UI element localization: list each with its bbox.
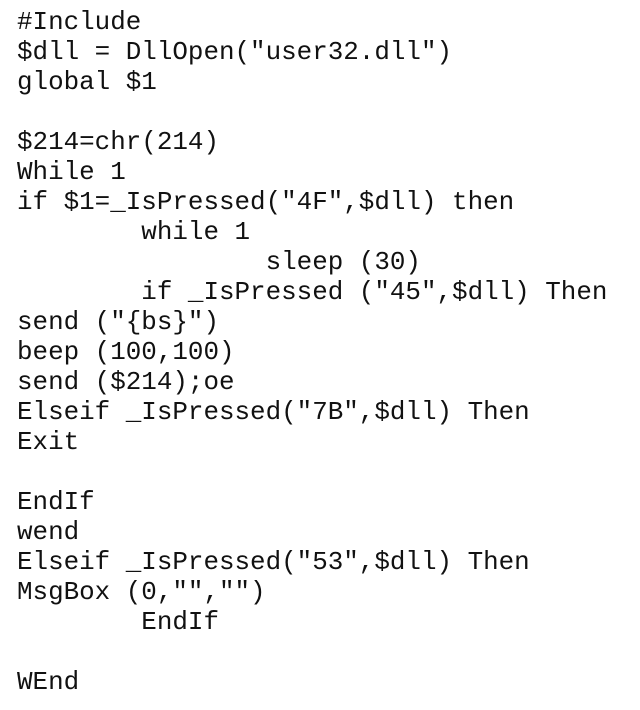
code-line — [17, 637, 607, 667]
code-line: $214=chr(214) — [17, 127, 219, 157]
code-line: global $1 — [17, 67, 157, 97]
code-line: if _IsPressed ("45",$dll) Then — [17, 277, 608, 307]
code-line: Elseif _IsPressed("53",$dll) Then — [17, 547, 530, 577]
code-line: EndIf — [17, 607, 219, 637]
code-line: #Include — [17, 7, 142, 37]
code-line: beep (100,100) — [17, 337, 235, 367]
code-line — [17, 457, 607, 487]
code-line: While 1 — [17, 157, 126, 187]
code-line: $dll = DllOpen("user32.dll") — [17, 37, 453, 67]
code-line: sleep (30) — [17, 247, 421, 277]
code-line: send ($214);oe — [17, 367, 235, 397]
code-listing: #Include$dll = DllOpen("user32.dll")glob… — [17, 7, 607, 697]
code-line: Exit — [17, 427, 80, 457]
code-line: while 1 — [17, 217, 251, 247]
code-line: WEnd — [17, 667, 80, 697]
code-line: MsgBox (0,"","") — [17, 577, 266, 607]
code-line: EndIf — [17, 487, 95, 517]
code-line: wend — [17, 517, 80, 547]
code-line: if $1=_IsPressed("4F",$dll) then — [17, 187, 515, 217]
code-line: Elseif _IsPressed("7B",$dll) Then — [17, 397, 530, 427]
code-line: send ("{bs}") — [17, 307, 219, 337]
code-line — [17, 97, 607, 127]
